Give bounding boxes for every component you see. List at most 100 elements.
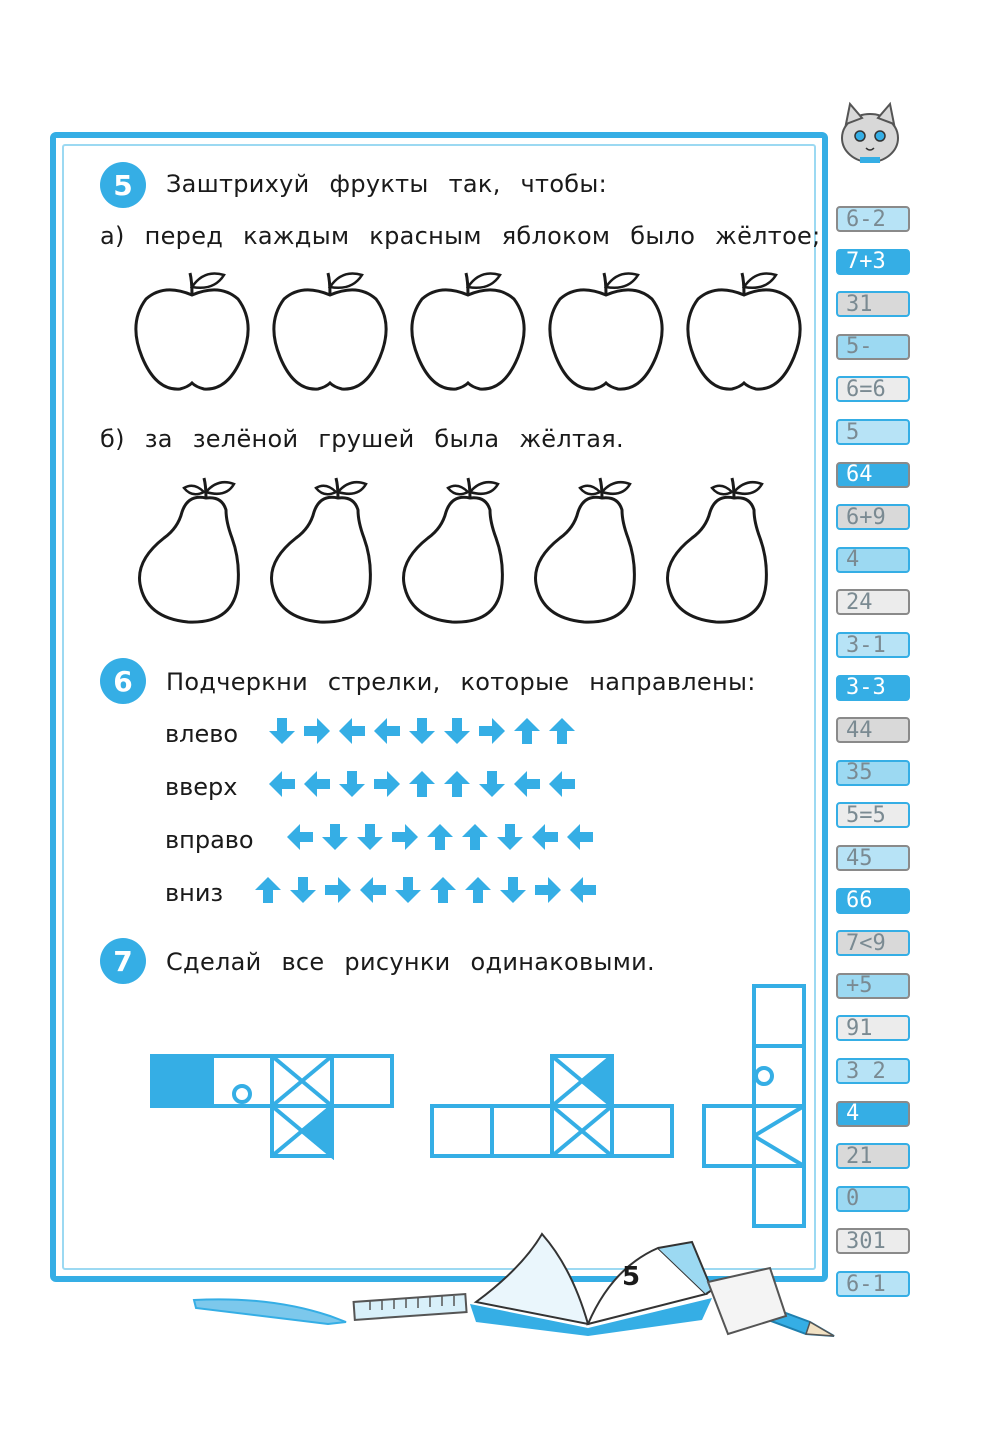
- arrow-left-icon[interactable]: [531, 823, 559, 851]
- arrow-down-icon[interactable]: [356, 823, 384, 851]
- apple-outline[interactable]: [272, 272, 388, 391]
- arrow-left-icon[interactable]: [359, 876, 387, 904]
- arrow-row-left: [268, 717, 576, 745]
- arrow-right-icon[interactable]: [478, 717, 506, 745]
- book-spine: 5=5: [836, 802, 910, 829]
- net-figure-2: [430, 1054, 674, 1158]
- task-5-number: 5: [100, 162, 146, 208]
- task-5-part-b: б) за зелёной грушей была жёлтая.: [100, 425, 624, 453]
- arrow-down-icon[interactable]: [338, 770, 366, 798]
- task-6-title: Подчеркни стрелки, которые направлены:: [166, 668, 756, 696]
- arrow-up-icon[interactable]: [461, 823, 489, 851]
- open-book-icon: [470, 1232, 714, 1336]
- arrow-right-icon[interactable]: [324, 876, 352, 904]
- apple-outline[interactable]: [686, 272, 802, 391]
- book-spine: 35: [836, 759, 910, 786]
- task-6-number: 6: [100, 658, 146, 704]
- pen-icon: [192, 1298, 347, 1326]
- task-7-number: 7: [100, 938, 146, 984]
- book-spine: 91: [836, 1015, 910, 1042]
- arrow-row-up: [268, 770, 576, 798]
- arrow-left-icon[interactable]: [513, 770, 541, 798]
- arrow-down-icon[interactable]: [394, 876, 422, 904]
- book-spine: 21: [836, 1143, 910, 1170]
- book-spine: 0: [836, 1185, 910, 1212]
- row-label-left: влево: [165, 720, 239, 748]
- pears-row: [138, 477, 768, 624]
- task-7-title: Сделай все рисунки одинаковыми.: [166, 948, 655, 976]
- arrow-right-icon[interactable]: [303, 717, 331, 745]
- book-spine: 3-1: [836, 632, 910, 658]
- arrow-down-icon[interactable]: [443, 717, 471, 745]
- book-spine: 6-2: [836, 206, 910, 232]
- row-label-down: вниз: [165, 879, 224, 907]
- task-5-title: Заштрихуй фрукты так, чтобы:: [166, 170, 608, 198]
- arrow-right-icon[interactable]: [534, 876, 562, 904]
- arrow-right-icon[interactable]: [391, 823, 419, 851]
- book-spine: 5: [836, 419, 910, 445]
- arrow-down-icon[interactable]: [289, 876, 317, 904]
- book-spine: 44: [836, 717, 910, 744]
- book-spine: 7<9: [836, 930, 910, 957]
- pear-outline[interactable]: [534, 477, 636, 624]
- apple-outline[interactable]: [548, 272, 664, 391]
- row-label-right: вправо: [165, 826, 254, 854]
- book-spine: 66: [836, 887, 910, 914]
- book-spine: 31: [836, 291, 910, 318]
- apples-row: [134, 272, 802, 391]
- arrow-up-icon[interactable]: [464, 876, 492, 904]
- task-5-part-a: а) перед каждым красным яблоком было жёл…: [100, 222, 821, 250]
- net-figure-1: [150, 1054, 394, 1160]
- arrow-down-icon[interactable]: [499, 876, 527, 904]
- arrow-left-icon[interactable]: [303, 770, 331, 798]
- apple-outline[interactable]: [134, 272, 250, 391]
- arrow-right-icon[interactable]: [373, 770, 401, 798]
- pear-outline[interactable]: [270, 477, 372, 624]
- ruler-icon: [352, 1293, 468, 1321]
- pear-outline[interactable]: [138, 477, 240, 624]
- arrow-up-icon[interactable]: [408, 770, 436, 798]
- arrow-down-icon[interactable]: [321, 823, 349, 851]
- page-number: 5: [622, 1262, 641, 1292]
- arrow-up-icon[interactable]: [513, 717, 541, 745]
- apple-outline[interactable]: [410, 272, 526, 391]
- book-spine: 64: [836, 461, 910, 488]
- notebook-icon: [706, 1266, 788, 1336]
- book-spine: 5-: [836, 333, 910, 360]
- kitten-icon: [841, 101, 899, 163]
- book-spine: 3 2: [836, 1058, 910, 1084]
- book-spine: 6+9: [836, 504, 910, 531]
- arrow-up-icon[interactable]: [426, 823, 454, 851]
- arrow-down-icon[interactable]: [496, 823, 524, 851]
- row-label-up: вверх: [165, 773, 238, 801]
- arrow-down-icon[interactable]: [408, 717, 436, 745]
- pear-outline[interactable]: [402, 477, 504, 624]
- book-spine: 6=6: [836, 376, 910, 403]
- book-spine: 4: [836, 546, 910, 573]
- arrow-left-icon[interactable]: [548, 770, 576, 798]
- arrow-left-icon[interactable]: [566, 823, 594, 851]
- arrow-down-icon[interactable]: [478, 770, 506, 798]
- arrow-up-icon[interactable]: [548, 717, 576, 745]
- arrow-row-down: [254, 876, 597, 904]
- arrow-left-icon[interactable]: [373, 717, 401, 745]
- book-spine: 4: [836, 1100, 910, 1127]
- arrow-up-icon[interactable]: [254, 876, 282, 904]
- net-figure-3: [702, 984, 806, 1228]
- book-spine: 6-1: [836, 1271, 910, 1297]
- book-spine: 45: [836, 845, 910, 871]
- arrow-row-right: [286, 823, 594, 851]
- arrow-left-icon[interactable]: [338, 717, 366, 745]
- arrow-up-icon[interactable]: [429, 876, 457, 904]
- arrow-left-icon[interactable]: [569, 876, 597, 904]
- book-spine: +5: [836, 972, 910, 999]
- book-spine: 3-3: [836, 674, 910, 701]
- book-spine: 7+3: [836, 248, 910, 275]
- arrow-up-icon[interactable]: [443, 770, 471, 798]
- book-spine: 301: [836, 1228, 910, 1255]
- arrow-down-icon[interactable]: [268, 717, 296, 745]
- arrow-left-icon[interactable]: [286, 823, 314, 851]
- book-spine: 24: [836, 589, 910, 616]
- pear-outline[interactable]: [666, 477, 768, 624]
- arrow-left-icon[interactable]: [268, 770, 296, 798]
